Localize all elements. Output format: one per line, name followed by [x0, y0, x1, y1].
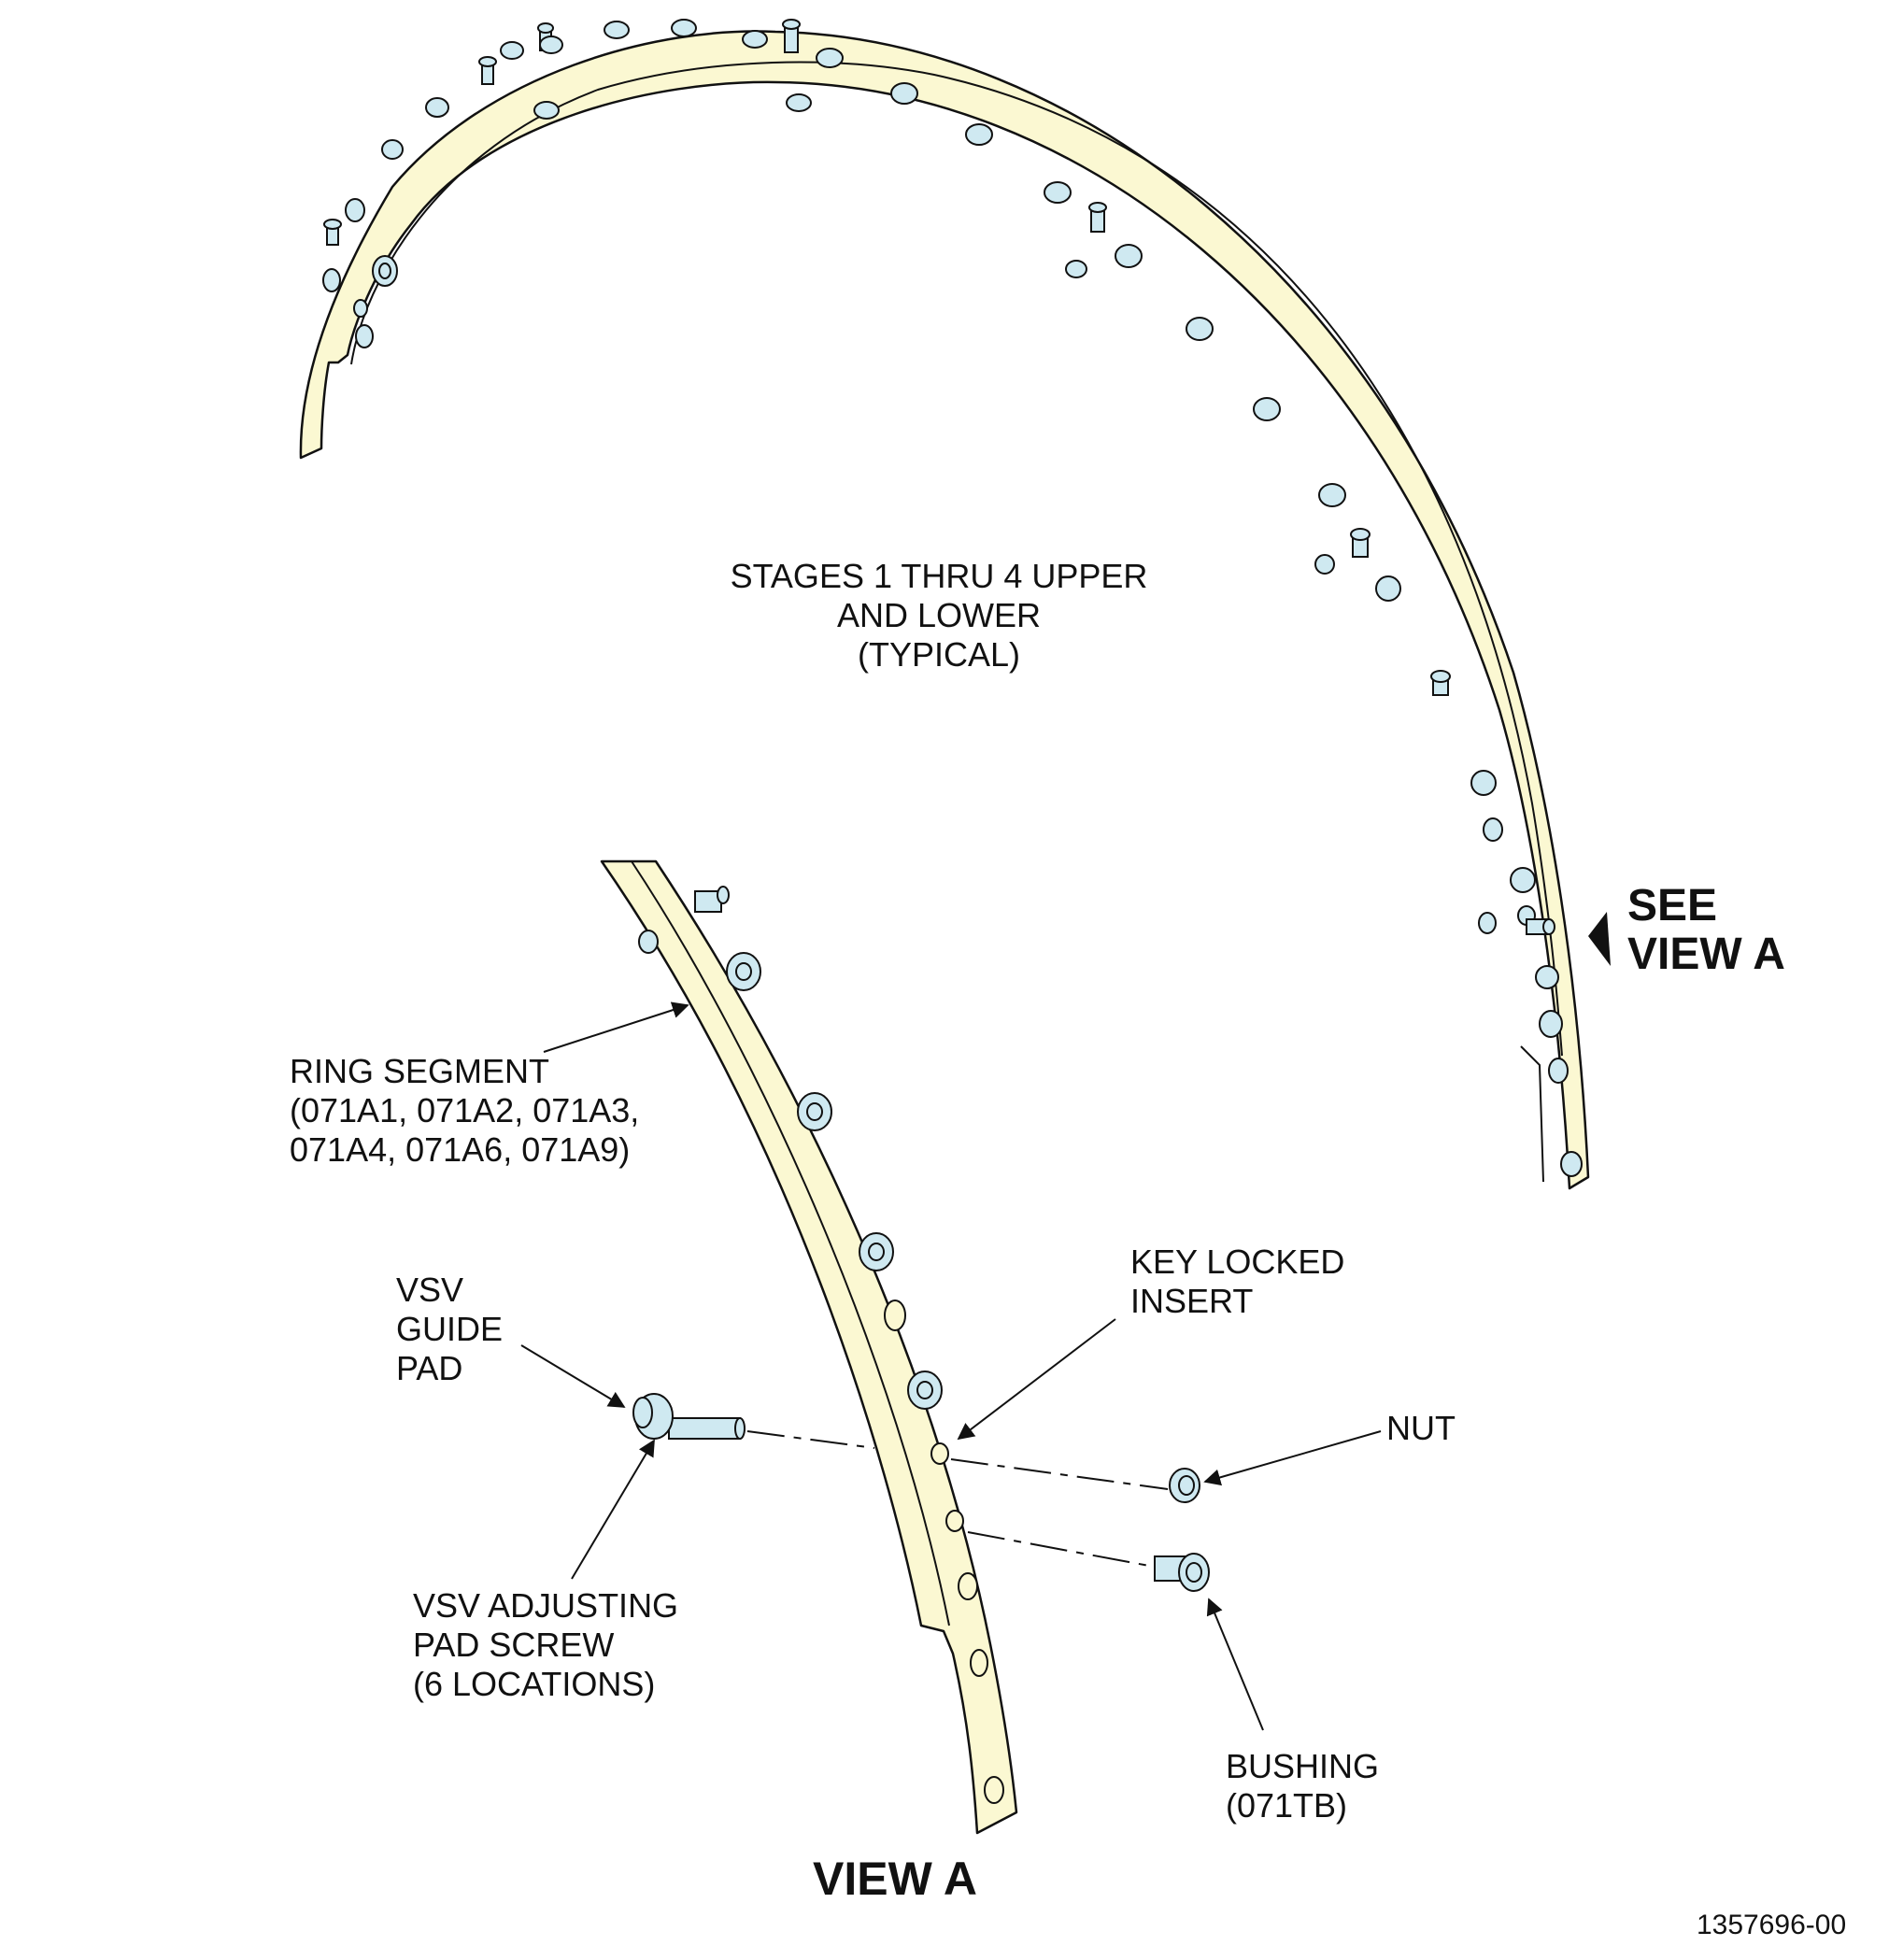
- nut-label: NUT: [1386, 1409, 1456, 1447]
- bushing-icon: [1470, 770, 1497, 796]
- bushing-icon: [907, 1371, 943, 1410]
- leader-lines: [520, 1001, 1382, 1731]
- bushing-icon: [1044, 181, 1072, 204]
- pad-screw-icon: [1350, 528, 1371, 558]
- pad-screw-icon: [1526, 918, 1555, 935]
- key-locked-insert-label: KEY LOCKED INSERT: [1130, 1243, 1345, 1320]
- bushing-icon: [786, 93, 812, 112]
- bushing-icon: [1548, 1058, 1569, 1084]
- see-view-a-label: SEE VIEW A: [1627, 881, 1785, 979]
- bushing-icon: [500, 41, 524, 60]
- bushing-icon: [797, 1092, 832, 1131]
- bushing-icon: [353, 299, 368, 318]
- pad-screw-icon: [1430, 670, 1451, 696]
- bushing-icon: [1535, 965, 1559, 989]
- bushing-icon: [539, 36, 563, 54]
- bushing-icon: [1115, 244, 1143, 268]
- bushing-icon: [1375, 575, 1401, 602]
- bushing-icon: [604, 21, 630, 39]
- stages-label: STAGES 1 THRU 4 UPPER AND LOWER (TYPICAL…: [730, 557, 1148, 674]
- bushing-icon: [533, 101, 560, 120]
- ring-segment-label: RING SEGMENT (071A1, 071A2, 071A3, 071A4…: [290, 1052, 640, 1169]
- bushing-icon: [965, 123, 993, 146]
- bushing-icon: [1065, 260, 1087, 278]
- hole-icon: [970, 1649, 988, 1677]
- bushing-icon: [816, 48, 844, 68]
- vsv-adjusting-pad-screw-label: VSV ADJUSTING PAD SCREW (6 LOCATIONS): [413, 1586, 679, 1703]
- ring-segment-view-a: [600, 859, 1018, 1835]
- vsv-guide-pad-label: VSV GUIDE PAD: [396, 1271, 504, 1387]
- bushing-part-icon: [1154, 1553, 1210, 1592]
- hole-icon: [984, 1776, 1004, 1804]
- bushing-icon: [1483, 817, 1503, 842]
- hole-icon: [884, 1300, 906, 1331]
- bushing-icon: [425, 97, 449, 118]
- view-a-title: VIEW A: [813, 1853, 977, 1905]
- view-a-hardware: [632, 886, 1210, 1804]
- see-view-arrow-icon: [1588, 912, 1611, 966]
- exploded-centerlines: [746, 1430, 1169, 1567]
- pad-screw-icon: [1088, 202, 1107, 233]
- bushing-icon: [1539, 1010, 1563, 1038]
- bushing-label: BUSHING (071TB): [1226, 1747, 1380, 1825]
- upper-arc-hardware: [322, 19, 1583, 1177]
- bushing-icon: [381, 139, 404, 160]
- bushing-icon: [726, 952, 761, 991]
- pad-screw-icon: [694, 886, 730, 913]
- bushing-icon: [322, 268, 341, 292]
- bushing-icon: [355, 324, 374, 348]
- bushing-icon: [1478, 912, 1497, 934]
- bushing-icon: [638, 930, 659, 954]
- ring-segment-full-arc: [299, 30, 1590, 1190]
- vsv-guide-pad-icon: [632, 1393, 746, 1440]
- bushing-icon: [1560, 1151, 1583, 1177]
- bushing-icon: [742, 30, 768, 49]
- bushing-icon: [1186, 317, 1214, 341]
- bushing-icon: [1318, 483, 1346, 507]
- bushing-icon: [890, 82, 918, 105]
- bushing-icon: [1253, 397, 1281, 421]
- hole-icon: [930, 1442, 949, 1465]
- bushing-icon: [345, 198, 365, 222]
- pad-screw-icon: [478, 56, 497, 85]
- pad-screw-icon: [782, 19, 801, 53]
- hole-icon: [958, 1572, 978, 1600]
- nut-icon: [1169, 1468, 1200, 1503]
- bushing-icon: [859, 1232, 894, 1271]
- bushing-icon: [1510, 867, 1536, 893]
- bushing-icon: [1314, 554, 1335, 575]
- document-number: 1357696-00: [1697, 1910, 1847, 1940]
- bushing-icon: [372, 255, 398, 287]
- pad-screw-icon: [323, 219, 342, 246]
- hole-icon: [945, 1510, 964, 1532]
- bushing-icon: [671, 19, 697, 37]
